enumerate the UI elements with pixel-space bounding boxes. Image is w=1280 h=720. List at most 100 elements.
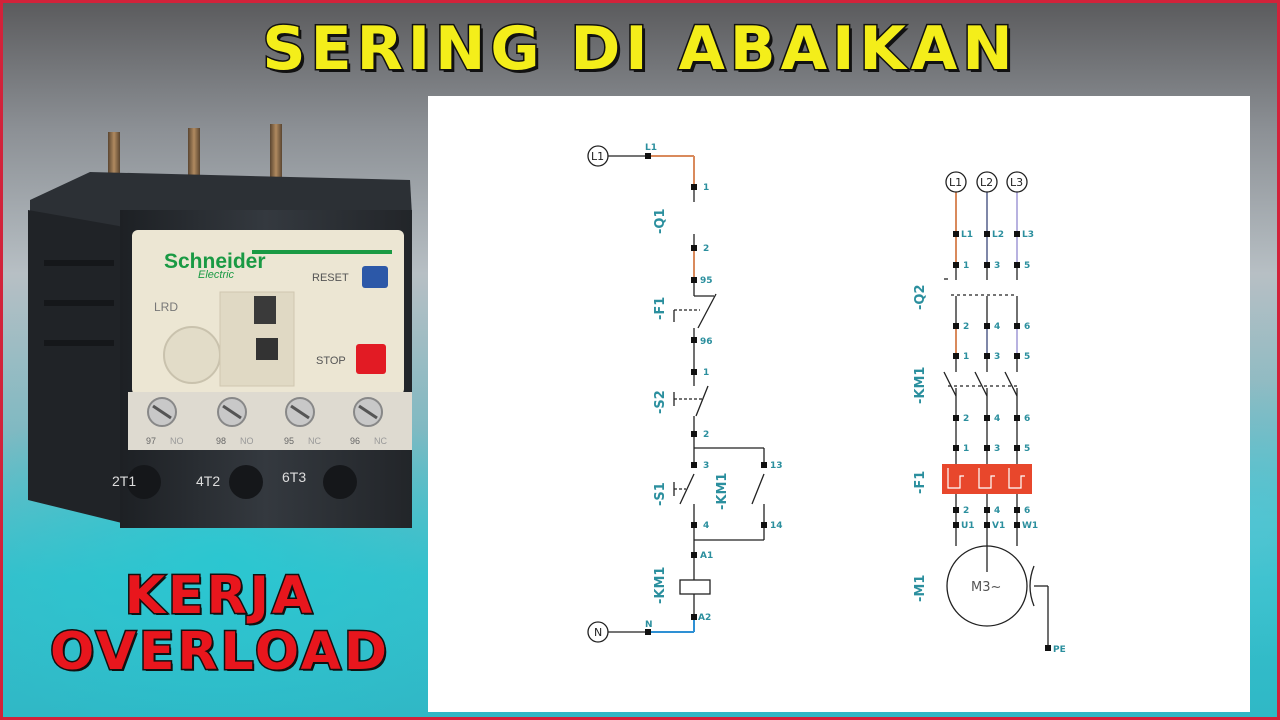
terminal-screws	[147, 397, 383, 427]
reset-label: RESET	[312, 272, 349, 284]
f1-overload-block	[942, 464, 1032, 494]
relay-rib	[44, 300, 114, 306]
terminal-label: 13	[770, 461, 783, 471]
pe-label: PE	[1053, 645, 1066, 655]
terminal-label: 96	[350, 436, 360, 446]
bottom-terminal-hole	[323, 465, 357, 499]
terminal-label: L2	[992, 230, 1004, 240]
terminal-label: NC	[374, 436, 387, 446]
brand-stripe	[252, 250, 392, 254]
motor-terminal-label: U1	[961, 521, 975, 531]
bottom-terminal-label: 6T3	[282, 469, 306, 485]
terminal-label: 95	[700, 276, 713, 286]
terminal-label: A1	[700, 551, 713, 561]
km1-contact	[751, 473, 765, 505]
motor-m1	[946, 545, 1028, 627]
km1-blade	[974, 371, 988, 397]
relay-side	[28, 210, 130, 525]
f1-power-label: -F1	[913, 471, 928, 494]
relay-brand-sub: Electric	[198, 269, 235, 281]
motor-terminal-label: V1	[992, 521, 1005, 531]
terminal-label: 2	[703, 244, 709, 254]
test-window-dark	[254, 296, 276, 324]
relay-brand: Schneider	[164, 250, 266, 273]
relay-model: LRD	[154, 300, 178, 314]
terminal-label: 4	[994, 506, 1000, 516]
s1-label: -S1	[653, 482, 668, 506]
terminal-label: 5	[1024, 352, 1030, 362]
phase-l3-text: L3	[1010, 176, 1023, 189]
terminal-label: 96	[700, 337, 713, 347]
bottom-terminal-label: 2T1	[112, 473, 136, 489]
terminal-label: 14	[770, 521, 783, 531]
motor-terminal-label: W1	[1022, 521, 1038, 531]
f1-label: -F1	[653, 297, 668, 320]
terminal-label: L1	[961, 230, 973, 240]
f1-heater	[978, 468, 995, 489]
supply-l3-symbol	[1006, 171, 1028, 193]
wire-label: L1	[645, 143, 657, 153]
terminal-label: 4	[994, 322, 1000, 332]
km1-power-label: -KM1	[913, 367, 928, 404]
terminal-label: 6	[1024, 506, 1030, 516]
overload-relay-image: Schneider Electric RESET LRD STOP 97 NO …	[28, 124, 412, 528]
kerja-text: KERJA	[123, 565, 316, 628]
terminal-label: L3	[1022, 230, 1034, 240]
supply-l1-symbol	[945, 171, 967, 193]
terminal-label: 6	[1024, 414, 1030, 424]
terminal-label: 3	[994, 261, 1000, 271]
terminals	[645, 153, 1051, 651]
terminal-label: 97	[146, 436, 156, 446]
terminal-label: 1	[963, 352, 969, 362]
trip-indicator	[256, 338, 278, 360]
phase-l2-text: L2	[980, 176, 993, 189]
setting-dial	[163, 326, 221, 384]
km1-blade	[943, 371, 957, 397]
supply-l2-symbol	[976, 171, 998, 193]
terminal-label: 2	[703, 430, 709, 440]
f1-heater	[1008, 468, 1025, 489]
terminal-label: 98	[216, 436, 226, 446]
motor-text: M3~	[971, 580, 1001, 595]
motor-ground	[1029, 565, 1035, 607]
s2-label: -S2	[653, 390, 668, 414]
km1-blade	[1004, 371, 1018, 397]
relay-rib	[44, 260, 114, 266]
km1-coil-label: -KM1	[653, 567, 668, 604]
bottom-terminal-hole	[229, 465, 263, 499]
m1-label: -M1	[913, 575, 928, 602]
bottom-terminal-label: 4T2	[196, 473, 220, 489]
wiring-diagram: L1 N L1 L2 L3 L1 1 2 95 96	[587, 143, 1066, 655]
reset-button	[362, 266, 388, 288]
phase-l1-text: L1	[949, 176, 962, 189]
wiring-diagram-panel: L1 N L1 L2 L3 L1 1 2 95 96	[428, 96, 1250, 712]
supply-l1-text: L1	[591, 150, 604, 163]
terminal-label: 3	[703, 461, 709, 471]
terminal-label: 1	[703, 183, 709, 193]
supply-l1-symbol	[587, 145, 609, 167]
supply-n-text: N	[594, 626, 602, 639]
supply-n-symbol	[587, 621, 609, 643]
terminal-label: 3	[994, 352, 1000, 362]
wire-label: N	[645, 620, 653, 630]
q2-label: -Q2	[913, 285, 928, 311]
km1-coil	[679, 579, 711, 595]
terminal-label: 5	[1024, 261, 1030, 271]
relay-rib	[44, 340, 114, 346]
f1-contact	[697, 293, 717, 329]
terminal-label: NC	[308, 436, 321, 446]
terminal-label: 1	[963, 444, 969, 454]
terminal-label: 2	[963, 506, 969, 516]
q1-label: -Q1	[653, 209, 668, 235]
terminal-label: 4	[994, 414, 1000, 424]
stop-label: STOP	[316, 355, 346, 367]
headline: SERING DI ABAIKAN	[261, 13, 1018, 86]
terminal-label: 3	[994, 444, 1000, 454]
km1-contact-label: -KM1	[715, 473, 730, 510]
f1-heater	[947, 468, 964, 489]
s1-contact	[679, 473, 695, 505]
terminal-label: 2	[963, 322, 969, 332]
terminal-label: 95	[284, 436, 294, 446]
terminal-label: 1	[963, 261, 969, 271]
terminal-label: A2	[698, 613, 711, 623]
